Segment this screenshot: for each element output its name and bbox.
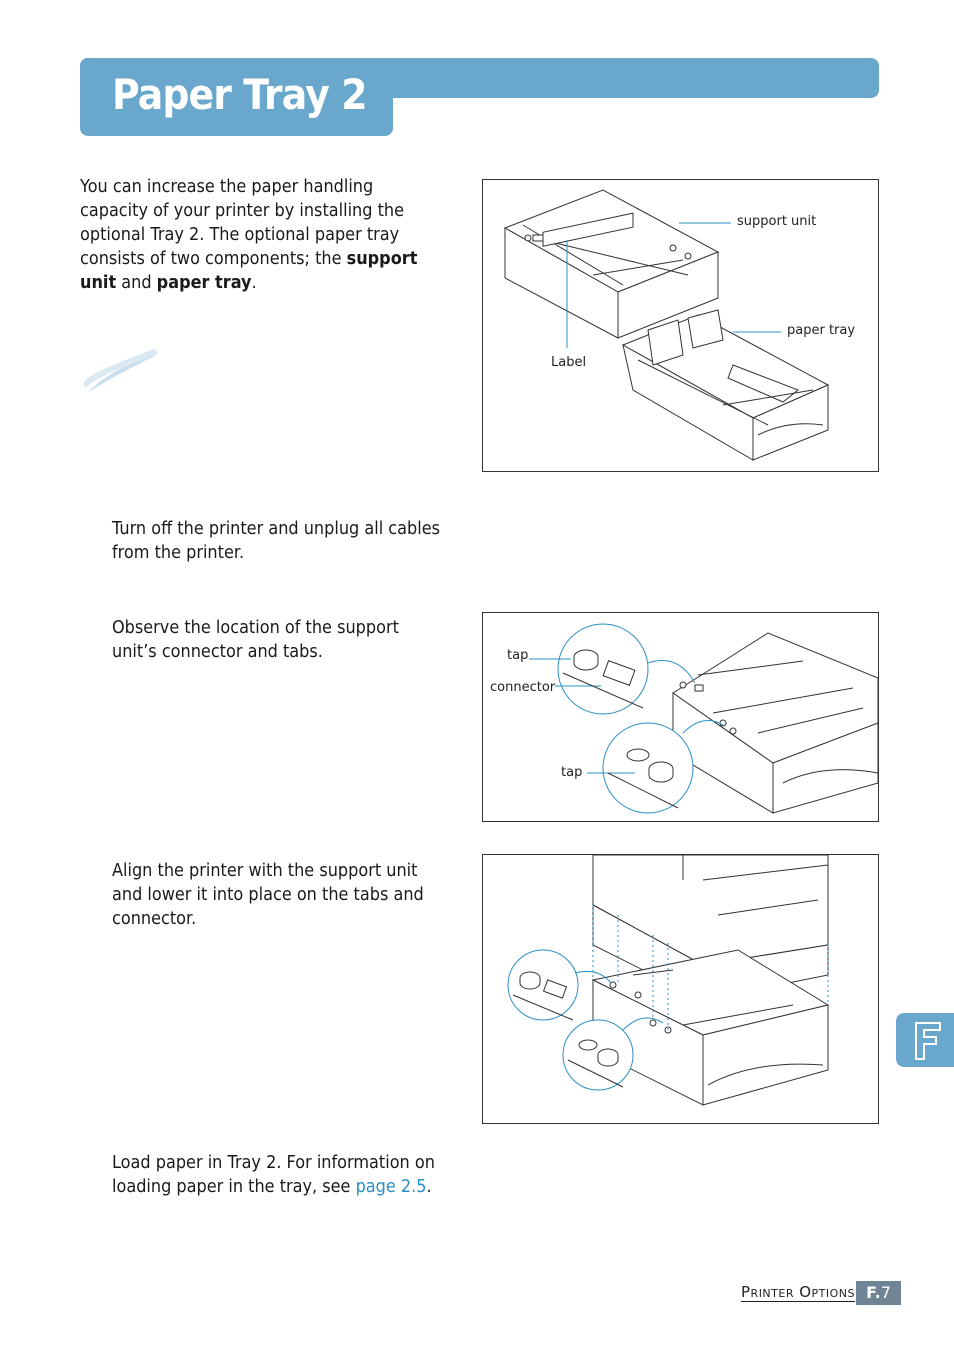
intro-text-1: You can increase the paper handling capa… — [80, 177, 405, 269]
page-link[interactable]: page 2.5 — [355, 1177, 427, 1197]
page-prefix: F. — [866, 1283, 881, 1302]
footer-section-title: Printer Options — [741, 1283, 856, 1302]
callout-connector: connector — [490, 680, 556, 695]
figure-printer-alignment — [482, 854, 879, 1124]
step-4-text-before: Load paper in Tray 2. For information on… — [112, 1153, 435, 1197]
tray-components-illustration: support unit paper tray Label — [503, 189, 855, 461]
intro-bold-support-unit: support unit — [80, 249, 418, 293]
step-3-text: Align the printer with the support unit … — [112, 861, 424, 929]
intro-text-3: . — [251, 273, 257, 293]
step-1-text: Turn off the printer and unplug all cabl… — [112, 519, 441, 563]
callout-tap-bottom: tap — [561, 765, 582, 780]
intro-bold-paper-tray: paper tray — [156, 273, 252, 293]
intro-text-2: and — [116, 273, 157, 293]
page-number-badge: F.7 — [856, 1281, 901, 1305]
figure-connector-tabs: tap connector tap — [482, 612, 879, 822]
chapter-tab — [896, 1013, 954, 1067]
page-number: 7 — [880, 1283, 891, 1302]
step-4-text: Load paper in Tray 2. For information on… — [112, 1151, 443, 1199]
callout-label: Label — [551, 355, 586, 370]
step-2-text: Observe the location of the support unit… — [112, 618, 399, 662]
note-swoosh-icon — [84, 349, 158, 392]
callout-support-unit: support unit — [737, 214, 816, 229]
callout-tap-top: tap — [507, 648, 528, 663]
intro-paragraph: You can increase the paper handling capa… — [80, 175, 425, 295]
figure-tray-components: support unit paper tray Label — [482, 179, 879, 472]
printer-alignment-illustration — [507, 855, 830, 1106]
step-4-text-after: . — [426, 1177, 432, 1197]
chapter-letter-icon — [915, 1022, 941, 1060]
callout-paper-tray: paper tray — [787, 323, 855, 338]
connector-tabs-illustration: tap connector tap — [490, 623, 878, 814]
header-tab — [80, 58, 393, 136]
page-title: Paper Tray 2 — [112, 70, 368, 119]
